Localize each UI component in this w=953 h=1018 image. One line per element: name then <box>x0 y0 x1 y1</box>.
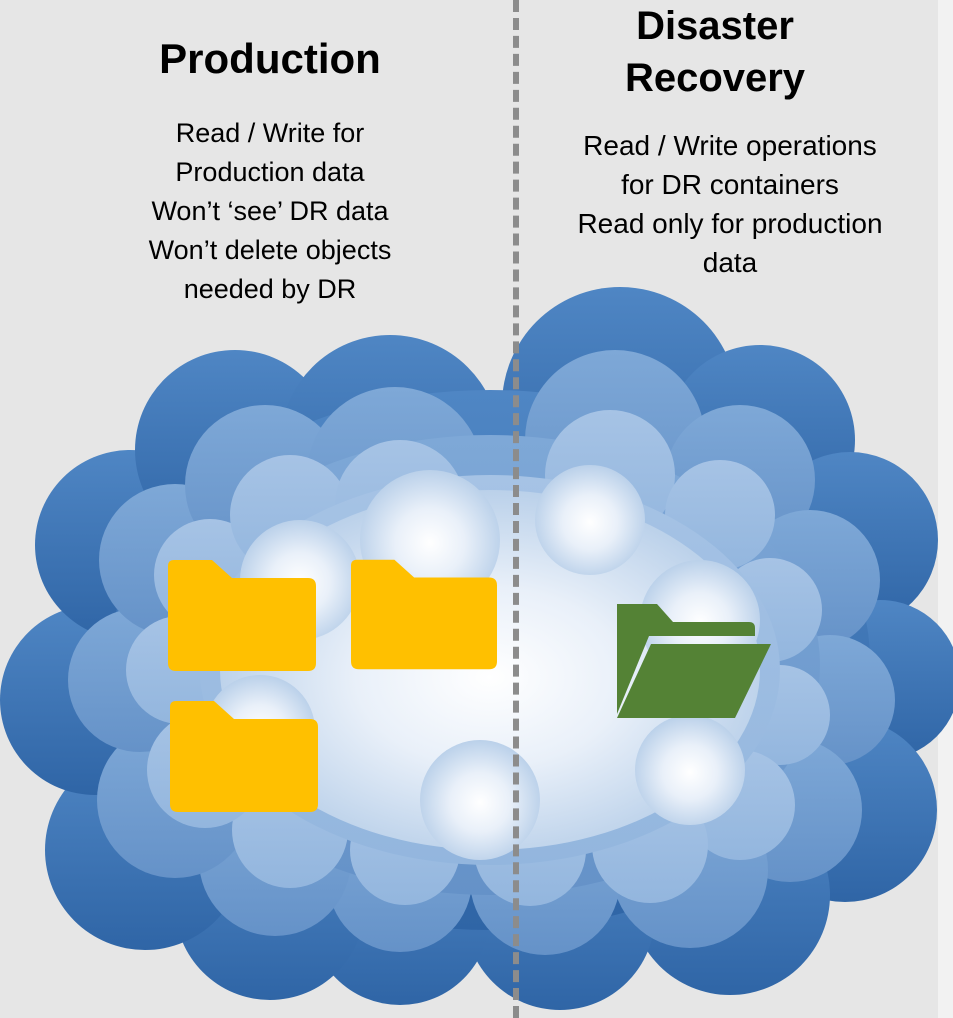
folder-icon <box>351 559 497 670</box>
disaster-recovery-title: Disaster Recovery <box>560 0 870 104</box>
disaster-recovery-line: for DR containers <box>621 169 839 200</box>
disaster-recovery-line: Read only for production <box>577 208 883 239</box>
disaster-recovery-description: Read / Write operations for DR container… <box>515 126 945 282</box>
production-description: Read / Write for Production data Won’t ‘… <box>60 114 480 309</box>
production-line: Won’t delete objects <box>148 235 392 265</box>
folder-open-icon <box>617 604 771 718</box>
disaster-recovery-title-line2: Recovery <box>624 56 806 100</box>
background-strip <box>938 0 953 1018</box>
production-title: Production <box>159 35 381 82</box>
divider-line <box>513 0 519 1018</box>
production-line: Read / Write for <box>175 118 365 148</box>
disaster-recovery-line: data <box>702 247 758 278</box>
disaster-recovery-line: Read / Write operations <box>583 130 877 161</box>
disaster-recovery-title-line1: Disaster <box>636 4 794 48</box>
production-line: needed by DR <box>183 274 357 304</box>
folder-icon <box>168 560 316 671</box>
production-line: Won’t ‘see’ DR data <box>151 196 389 226</box>
production-line: Production data <box>175 157 365 187</box>
folder-icon <box>170 701 318 812</box>
